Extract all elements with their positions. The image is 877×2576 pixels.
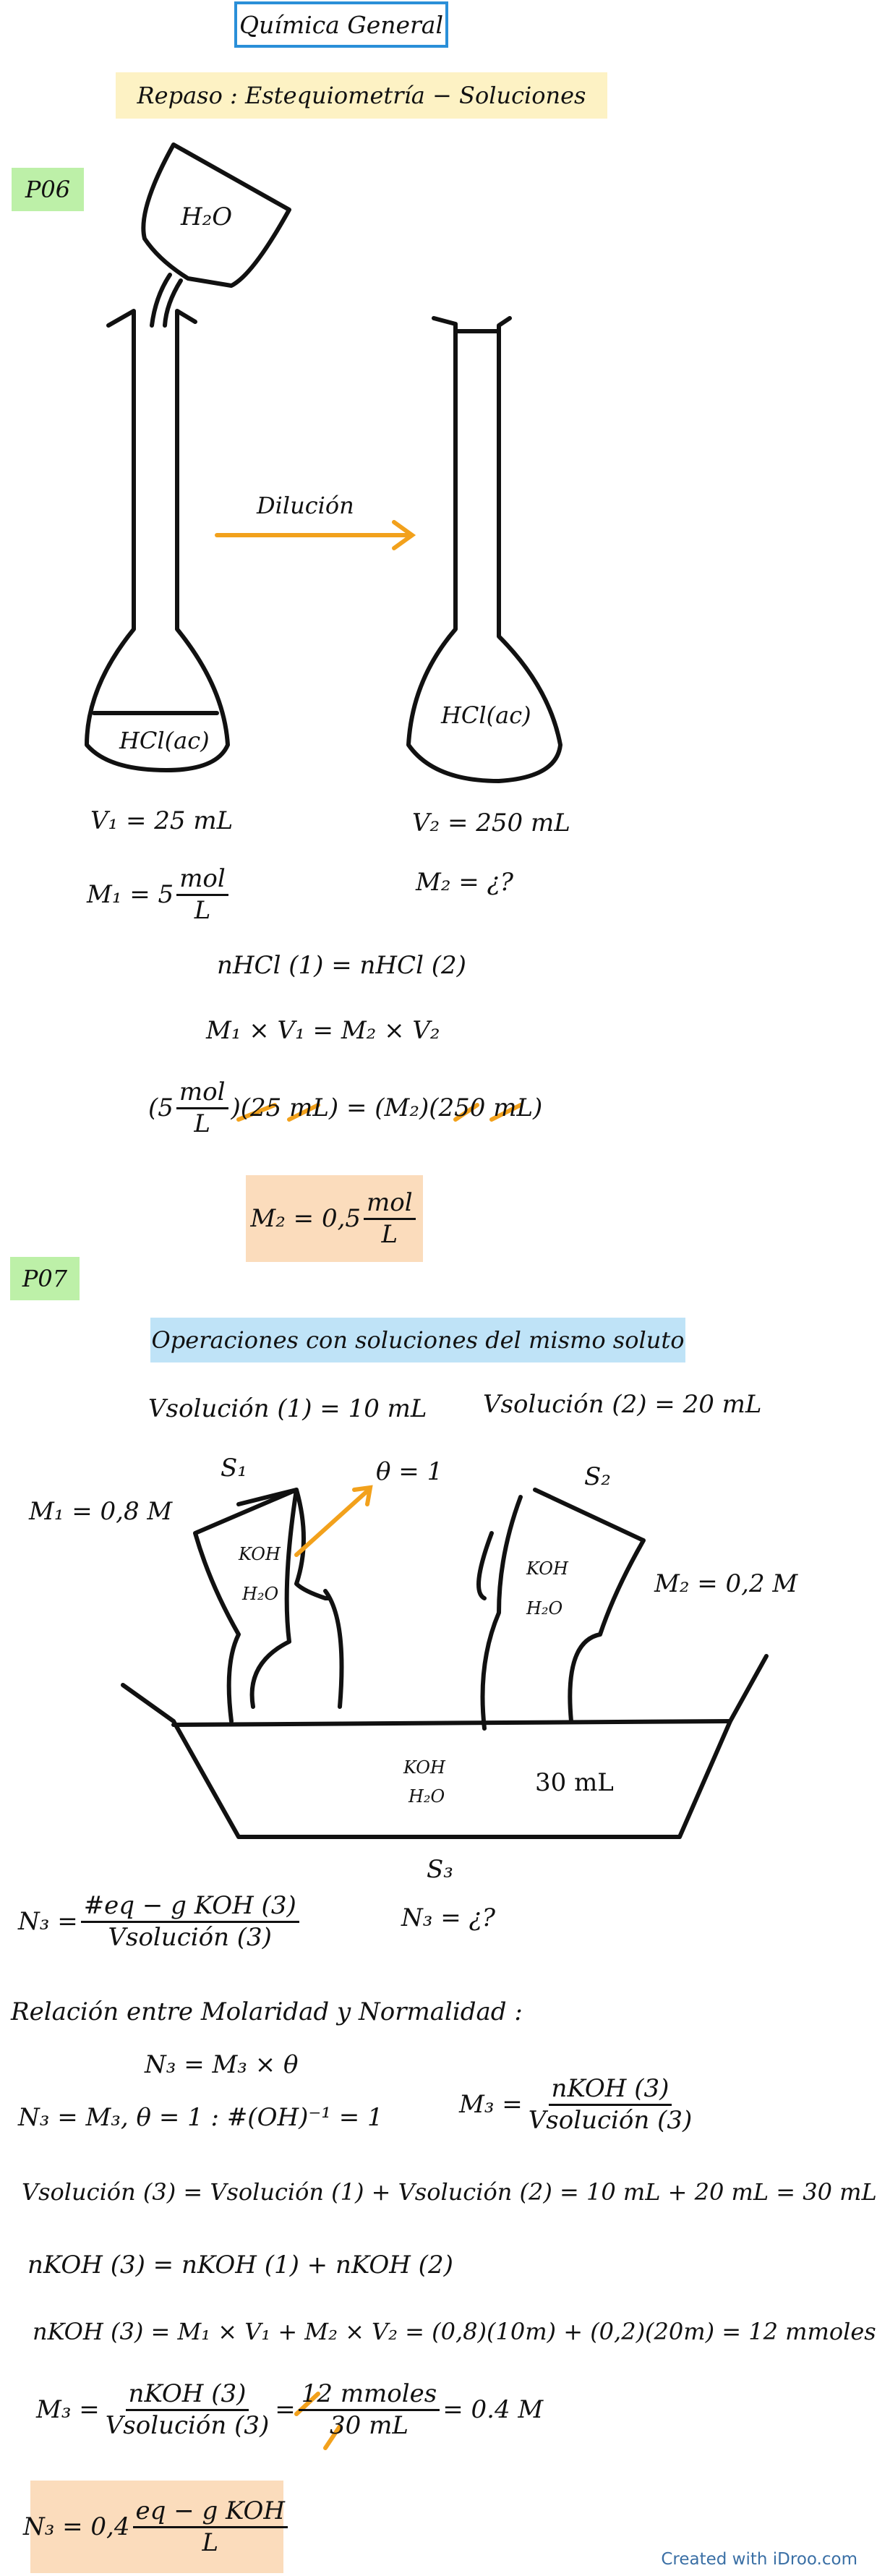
m3calc-num2: 12 mmoles: [298, 2379, 440, 2411]
eq3-coef: 5: [158, 1093, 174, 1123]
v2-value: V₂ = 250 mL: [412, 809, 570, 837]
theta-arrow: [294, 1488, 371, 1557]
vsol2: Vsolución (2) = 20 mL: [483, 1390, 762, 1419]
eq3-num: mol: [176, 1078, 228, 1109]
final-num: eq − g KOH: [132, 2496, 288, 2528]
section-banner: Operaciones con soluciones del mismo sol…: [150, 1318, 685, 1362]
m2-conc: M₂ = 0,2 M: [654, 1569, 798, 1598]
volume-sum: Vsolución (3) = Vsolución (1) + Vsolució…: [22, 2178, 877, 2206]
beaker: [141, 142, 291, 288]
moles-equality: nHCl (1) = nHCl (2): [217, 951, 466, 980]
m3calc-res: = 0.4 M: [442, 2395, 544, 2425]
rel-1: N₃ = M₃ × θ: [145, 2050, 299, 2079]
m3-den: Vsolución (3): [528, 2105, 693, 2135]
m2-value: M₂ = ¿?: [416, 868, 514, 897]
s1-label: S₁: [221, 1454, 247, 1483]
relacion-heading: Relación entre Molaridad y Normalidad :: [11, 1997, 523, 2026]
left-flask: [85, 309, 230, 772]
theta-label: θ = 1: [376, 1457, 443, 1486]
dilution-label: Dilución: [257, 492, 354, 519]
m3calc-lhs: M₃ =: [36, 2395, 100, 2425]
result-den: L: [381, 1219, 398, 1249]
result-lhs: M₂ = 0,5: [250, 1204, 362, 1233]
m3calc-den2: 30 mL: [330, 2410, 408, 2440]
eq3-rest: (25 mL) = (M₂)(250 mL): [240, 1093, 543, 1123]
s3-volume: 30 mL: [535, 1768, 614, 1797]
right-flask: [406, 316, 562, 783]
basin: [121, 1654, 769, 1839]
m3-formula: M₃ = nKOH (3)Vsolución (3): [459, 2074, 698, 2136]
m1-conc: M₁ = 0,8 M: [29, 1497, 173, 1526]
hcl-right-label: HCl(ac): [441, 701, 531, 729]
eq3-den: L: [194, 1109, 210, 1138]
page-subtitle: Repaso : Estequiometría − Soluciones: [116, 72, 607, 119]
final-lhs: N₃ = 0,4: [22, 2512, 130, 2541]
hcl-left-label: HCl(ac): [119, 727, 210, 754]
moles-sum: nKOH (3) = nKOH (1) + nKOH (2): [27, 2251, 453, 2279]
n3-num: #eq − g KOH (3): [80, 1891, 299, 1923]
problem-tag-p06: P06: [12, 168, 84, 211]
dilution-formula: M₁ × V₁ = M₂ × V₂: [206, 1016, 440, 1045]
s3-koh: KOH: [403, 1757, 445, 1778]
s2-h2o: H₂O: [526, 1598, 563, 1618]
m1-num: mol: [176, 864, 228, 896]
m3calc-den: Vsolución (3): [105, 2410, 270, 2440]
n3-formula: N₃ = #eq − g KOH (3)Vsolución (3): [18, 1891, 302, 1953]
n3-den: Vsolución (3): [108, 1922, 272, 1952]
rel-2: N₃ = M₃, θ = 1 : #(OH)⁻¹ = 1: [18, 2103, 383, 2132]
watermark: Created with iDroo.com: [661, 2550, 857, 2569]
m3calc-num: nKOH (3): [125, 2379, 249, 2411]
moles-calc: nKOH (3) = M₁ × V₁ + M₂ × V₂ = (0,8)(10m…: [33, 2318, 876, 2345]
s2-label: S₂: [584, 1462, 611, 1491]
v1-value: V₁ = 25 mL: [90, 806, 234, 835]
n3-question: N₃ = ¿?: [401, 1903, 495, 1932]
s3-label: S₃: [427, 1855, 453, 1884]
h2o-label: H₂O: [181, 202, 233, 231]
page-title: Química General: [234, 1, 448, 48]
final-den: L: [202, 2528, 219, 2557]
result-num: mol: [364, 1188, 416, 1220]
m1-lhs: M₁ = 5: [87, 880, 174, 910]
s1-vessel: [193, 1488, 299, 1723]
s1-koh: KOH: [239, 1544, 281, 1564]
s2-vessel: [476, 1488, 646, 1731]
n3-lhs: N₃ =: [18, 1907, 78, 1937]
s1-h2o: H₂O: [242, 1584, 279, 1604]
s3-h2o: H₂O: [408, 1786, 445, 1807]
m1-den: L: [194, 895, 211, 925]
m3-num: nKOH (3): [548, 2074, 672, 2106]
s2-koh: KOH: [526, 1558, 568, 1579]
problem-tag-p07: P07: [10, 1257, 80, 1300]
vsol1: Vsolución (1) = 10 mL: [148, 1394, 427, 1423]
m3-lhs: M₃ =: [459, 2090, 523, 2120]
